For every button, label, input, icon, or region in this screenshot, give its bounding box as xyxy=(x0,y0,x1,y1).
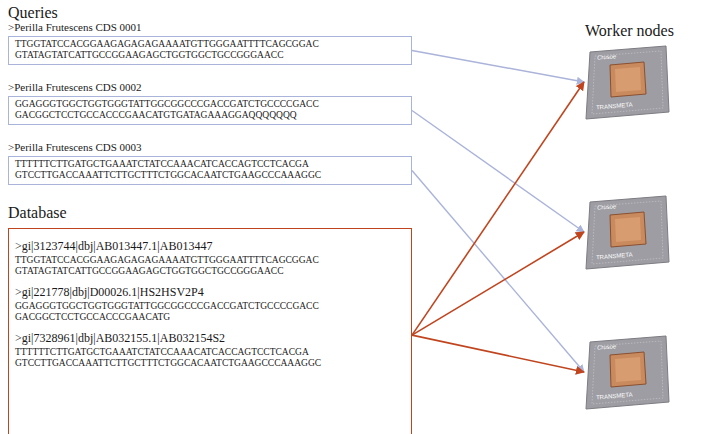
chip-outline xyxy=(582,42,672,122)
query-record: >Perilla Frutescens CDS 0001TTGGTATCCACG… xyxy=(8,21,412,65)
record-header: >gi|3123744|dbj|AB013447.1|AB013447 xyxy=(15,239,405,253)
query-box: GGAGGGTGGCTGGTGGGTATTGGCGGCCCGACCGATCTGC… xyxy=(8,96,412,125)
database-arrow xyxy=(412,232,584,335)
chip-outline xyxy=(582,192,672,272)
record-header: >gi|7328961|dbj|AB032155.1|AB032154S2 xyxy=(15,331,405,345)
record-header: >Perilla Frutescens CDS 0003 xyxy=(8,141,412,154)
query-box: TTTTTTCTTGATGCTGAAATCTATCCAAACATCACCAGTC… xyxy=(8,156,412,185)
database-arrow xyxy=(412,335,584,372)
database-panel: Database >gi|3123744|dbj|AB013447.1|AB013… xyxy=(8,204,412,434)
database-box: >gi|3123744|dbj|AB013447.1|AB013447TTGGT… xyxy=(8,228,412,434)
query-arrow xyxy=(412,171,584,373)
sequence-text: TTGGTATCCACGGAAGAGAGAGAAAATGTTGGGAATTTTC… xyxy=(15,255,319,277)
query-box: TTGGTATCCACGGAAGAGAGAGAAAATGTTGGGAATTTTC… xyxy=(8,36,412,65)
database-arrow xyxy=(412,82,584,335)
worker-chip: CrusoeTRANSMETA xyxy=(582,332,672,412)
section-heading: Database xyxy=(8,204,412,222)
heading-label: Worker nodes xyxy=(585,22,674,40)
query-record: >Perilla Frutescens CDS 0003TTTTTTCTTGAT… xyxy=(8,141,412,185)
query-arrow xyxy=(412,111,584,233)
sequence-text: TTGGTATCCACGGAAGAGAGAGAAAATGTTGGGAATTTTC… xyxy=(15,39,319,61)
worker-chip: CrusoeTRANSMETA xyxy=(582,192,672,272)
query-record: >Perilla Frutescens CDS 0002GGAGGGTGGCTG… xyxy=(8,81,412,125)
query-arrow xyxy=(412,51,584,83)
chip-brand: Crusoe xyxy=(597,53,617,61)
chip-brand: Crusoe xyxy=(597,343,617,351)
sequence-text: GGAGGGTGGCTGGTGGGTATTGGCGGCCCGACCGATCTGC… xyxy=(15,301,319,323)
worker-chip: CrusoeTRANSMETA xyxy=(582,42,672,122)
sequence-text: TTTTTTCTTGATGCTGAAATCTATCCAAACATCACCAGTC… xyxy=(15,159,321,181)
record-header: >gi|221778|dbj|D00026.1|HS2HSV2P4 xyxy=(15,285,405,299)
heading-label: Queries xyxy=(8,4,58,22)
record-header: >Perilla Frutescens CDS 0002 xyxy=(8,81,412,94)
chip-outline xyxy=(582,332,672,412)
chip-brand: Crusoe xyxy=(597,203,617,211)
sequence-text: GGAGGGTGGCTGGTGGGTATTGGCGGCCCGACCGATCTGC… xyxy=(15,99,319,121)
sequence-text: TTTTTTCTTGATGCTGAAATCTATCCAAACATCACCAGTC… xyxy=(15,347,321,369)
record-header: >Perilla Frutescens CDS 0001 xyxy=(8,21,412,34)
